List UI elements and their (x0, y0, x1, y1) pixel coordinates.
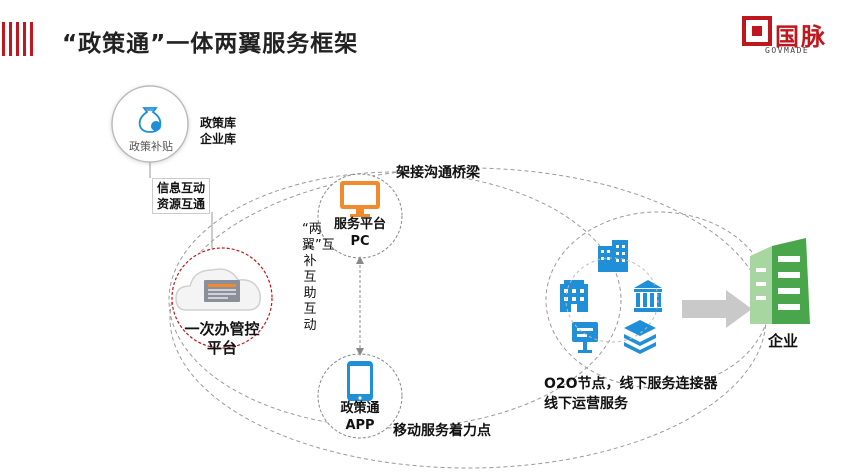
phone-icon (347, 361, 373, 401)
office-building-icon (598, 240, 628, 272)
o2o-label: O2O节点，线下服务连接器 线下运营服务 (544, 376, 718, 412)
link-label: 信息互动 资源互通 (152, 178, 211, 214)
inner-ellipse (168, 171, 622, 429)
layers-stack-icon (624, 320, 656, 354)
hotel-building-icon (560, 280, 588, 312)
header-accent-bars (0, 22, 42, 56)
subsidy-label: 政策补贴 (129, 140, 173, 153)
pc-label-line1: 服务平台 (333, 217, 386, 232)
page-title: “政策通”一体两翼服务框架 (62, 31, 359, 57)
money-bag-icon (138, 107, 162, 133)
enterprise-label: 企业 (768, 332, 799, 350)
app-label-line2: APP (345, 418, 375, 433)
kiosk-icon (572, 322, 598, 353)
arrow-to-enterprise-icon (682, 290, 752, 328)
bridge-label: 架接沟通桥梁 (396, 165, 480, 181)
pc-label-line2: PC (350, 234, 370, 249)
brand-logo-icon (742, 16, 772, 46)
brand-logo-subtitle: GOVMADE (765, 46, 810, 55)
mobile-label: 移动服务着力点 (393, 423, 491, 439)
enterprise-building-icon (750, 238, 810, 324)
app-label-line1: 政策通 (340, 401, 380, 416)
database-label: 政策库 企业库 (200, 116, 237, 146)
wings-vertical-label: “两翼”互补互助互动 (302, 222, 335, 333)
brand-logo-text: 国脉 (775, 23, 827, 51)
platform-label: 一次办管控 平台 (184, 320, 260, 357)
bank-building-icon (634, 280, 662, 312)
monitor-icon (340, 181, 380, 217)
